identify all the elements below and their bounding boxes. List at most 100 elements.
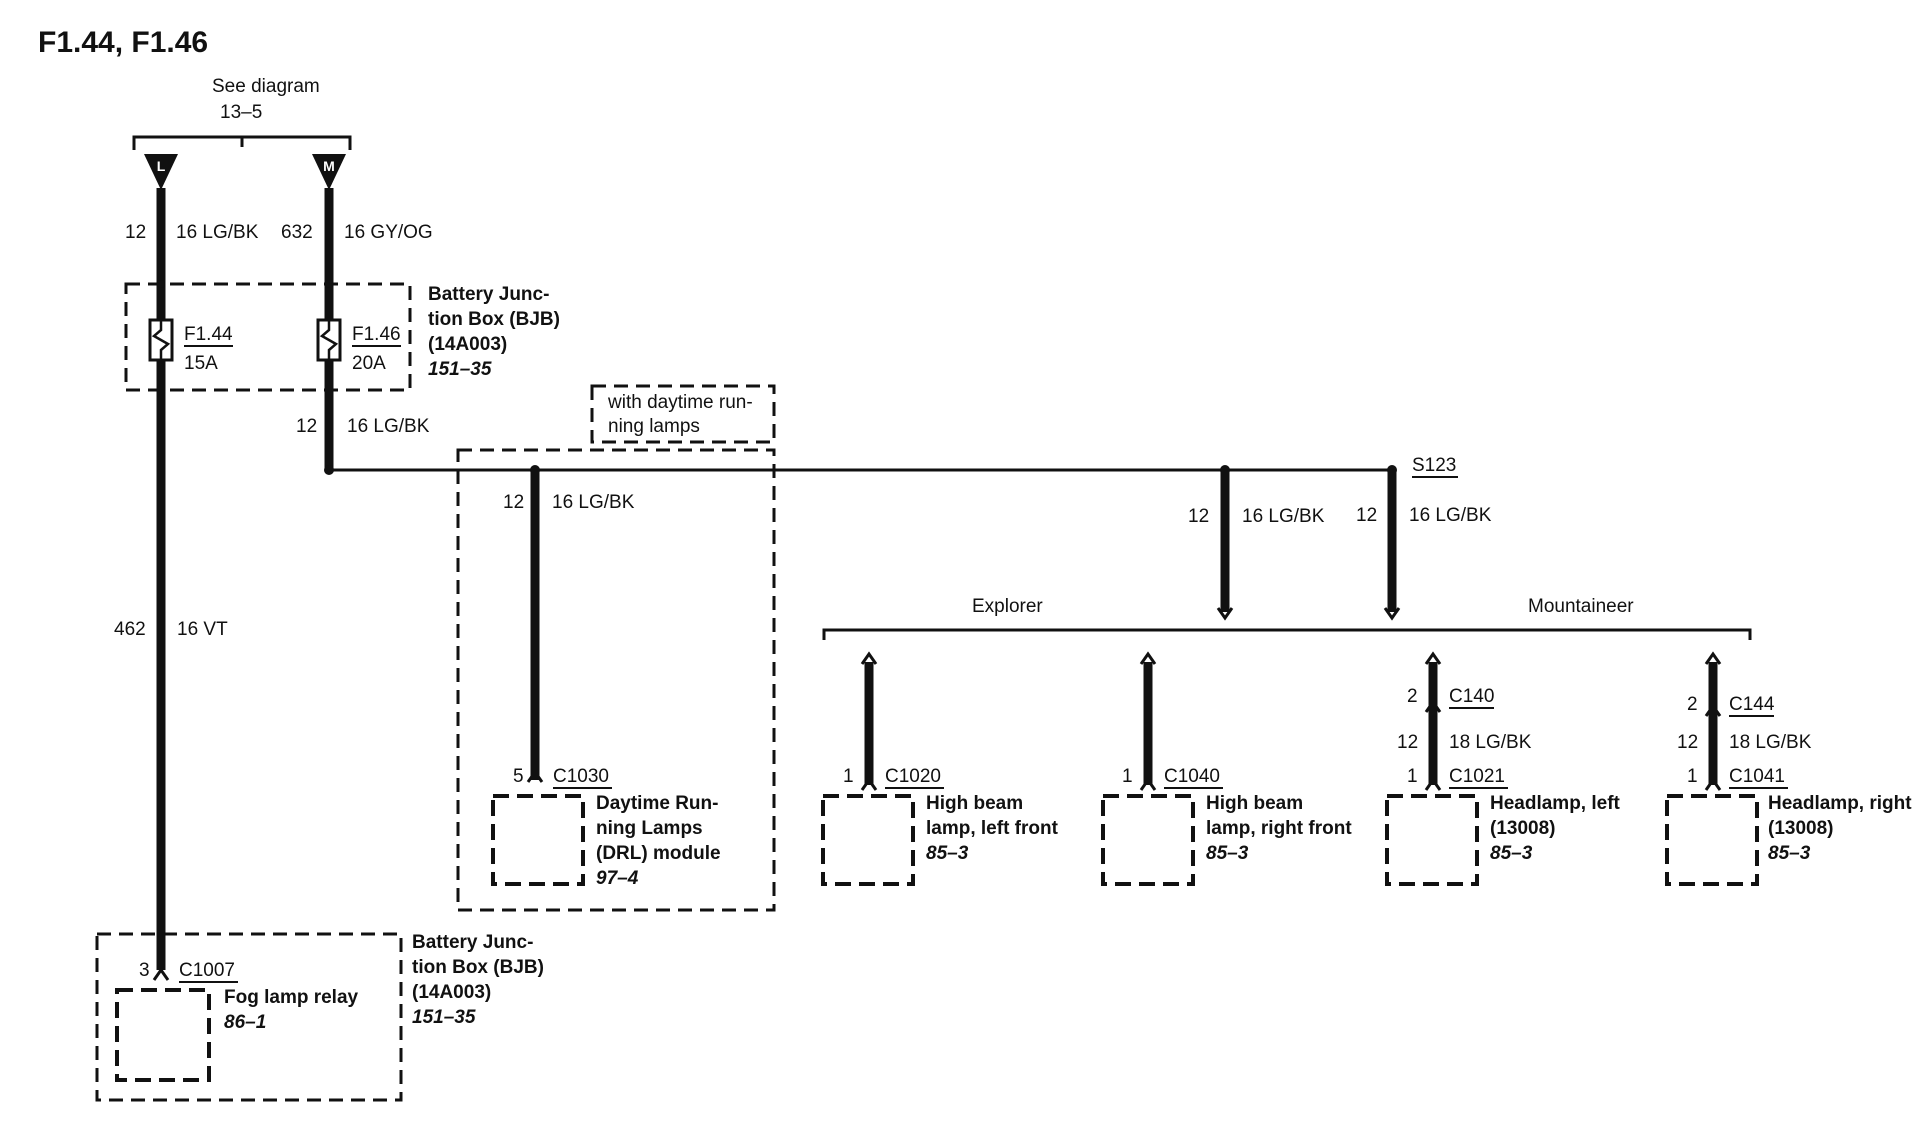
- hl-right-pin-top: 2: [1687, 694, 1698, 715]
- hl-right-label-2: (13008): [1768, 818, 1834, 839]
- fog-relay-box: [115, 988, 211, 1082]
- bjb-top-ref: 151–35: [428, 359, 492, 380]
- fuse-f144-id: F1.44: [184, 324, 233, 345]
- fuse-f146-id: F1.46: [352, 324, 401, 345]
- svg-text:L: L: [157, 158, 166, 174]
- bjb-bottom-name-2: tion Box (BJB): [412, 957, 544, 978]
- group-mountaineer: Mountaineer: [1528, 596, 1634, 617]
- hl-left-mid-spec: 18 LG/BK: [1449, 732, 1532, 753]
- bjb-top-box: [124, 282, 412, 392]
- hl-right-conn-top: C144: [1729, 694, 1775, 715]
- wire-fog-spec: 16 VT: [177, 619, 228, 640]
- wire-m-top-circuit: 632: [281, 222, 313, 243]
- hl-right-conn-icon: [1704, 777, 1722, 791]
- hb-left-top-icon: [860, 651, 878, 665]
- see-diagram-bracket: [132, 135, 352, 150]
- fuse-f144-rating: 15A: [184, 353, 218, 374]
- drl-note-line2: ning lamps: [608, 416, 700, 437]
- hl-left-top-icon: [1424, 651, 1442, 665]
- hl-right-mid-spec: 18 LG/BK: [1729, 732, 1812, 753]
- fog-label: Fog lamp relay: [224, 987, 359, 1008]
- drl-connector-icon: [526, 769, 544, 783]
- bjb-top-name-2: tion Box (BJB): [428, 309, 560, 330]
- wire-m-top-spec: 16 GY/OG: [344, 222, 433, 243]
- drl-pin: 5: [513, 766, 524, 787]
- wire-l-top-spec: 16 LG/BK: [176, 222, 259, 243]
- bjb-top-node-m: [325, 280, 333, 288]
- drl-label-3: (DRL) module: [596, 843, 721, 864]
- svg-text:M: M: [323, 158, 335, 174]
- hl-right-label-1: Headlamp, right: [1768, 793, 1912, 814]
- hb-left-label-1: High beam: [926, 793, 1023, 814]
- drl-module-box: [491, 794, 585, 886]
- drl-conn: C1030: [553, 766, 609, 787]
- fuse-f144-icon: [148, 318, 174, 362]
- fuse-f146-rating: 20A: [352, 353, 386, 374]
- drl-ref: 97–4: [596, 868, 639, 889]
- hb-right-label-1: High beam: [1206, 793, 1303, 814]
- hl-right-top-icon: [1704, 651, 1722, 665]
- diagram-title: F1.44, F1.46: [38, 26, 208, 59]
- explorer-arrow-icon: [1216, 607, 1234, 621]
- fuse-f146-icon: [316, 318, 342, 362]
- bjb-top-node-l: [157, 280, 165, 288]
- hl-left-box: [1385, 794, 1479, 886]
- splice-label: S123: [1412, 455, 1456, 476]
- bjb-bottom-box: [95, 932, 403, 1102]
- hl-left-conn-icon: [1424, 777, 1442, 791]
- wire-fog-circuit: 462: [114, 619, 146, 640]
- hl-right-box: [1665, 794, 1759, 886]
- fog-conn: C1007: [179, 960, 235, 981]
- hl-right-conn: C1041: [1729, 766, 1785, 787]
- hb-right-box: [1101, 794, 1195, 886]
- terminal-m: M: [312, 154, 346, 190]
- hl-right-mid-circuit: 12: [1677, 732, 1698, 753]
- hl-left-pin-top: 2: [1407, 686, 1418, 707]
- wire-l-top-circuit: 12: [125, 222, 146, 243]
- group-explorer: Explorer: [972, 596, 1043, 617]
- mountaineer-arrow-icon: [1383, 607, 1401, 621]
- bjb-bottom-ref: 151–35: [412, 1007, 476, 1028]
- hl-left-c140-icon: [1424, 699, 1442, 713]
- drl-label-1: Daytime Run-: [596, 793, 718, 814]
- wire-m-bottom-circuit: 12: [296, 416, 317, 437]
- hb-left-label-2: lamp, left front: [926, 818, 1059, 839]
- drl-label-2: ning Lamps: [596, 818, 703, 839]
- hb-left-ref: 85–3: [926, 843, 969, 864]
- fog-connector-icon: [152, 967, 170, 981]
- drl-note-box: [590, 384, 776, 444]
- bjb-bottom-name-1: Battery Junc-: [412, 932, 533, 953]
- hb-right-conn: C1040: [1164, 766, 1220, 787]
- bjb-top-name-1: Battery Junc-: [428, 284, 549, 305]
- bjb-top-part: (14A003): [428, 334, 507, 355]
- hl-left-label-1: Headlamp, left: [1490, 793, 1621, 814]
- see-diagram-ref: 13–5: [220, 102, 262, 123]
- hl-left-ref: 85–3: [1490, 843, 1533, 864]
- hb-right-top-icon: [1139, 651, 1157, 665]
- fog-ref: 86–1: [224, 1012, 266, 1033]
- wire-drl-circuit: 12: [503, 492, 524, 513]
- hl-left-conn-top: C140: [1449, 686, 1494, 707]
- hb-left-conn: C1020: [885, 766, 941, 787]
- hb-right-pin: 1: [1122, 766, 1133, 787]
- hb-left-pin: 1: [843, 766, 854, 787]
- hb-left-conn-icon: [860, 777, 878, 791]
- hb-right-label-2: lamp, right front: [1206, 818, 1352, 839]
- see-diagram-label: See diagram: [212, 76, 320, 97]
- terminal-l: L: [144, 154, 178, 190]
- hb-right-ref: 85–3: [1206, 843, 1249, 864]
- hl-left-pin: 1: [1407, 766, 1418, 787]
- hb-right-conn-icon: [1139, 777, 1157, 791]
- wire-mountaineer-circuit: 12: [1356, 505, 1377, 526]
- hl-left-mid-circuit: 12: [1397, 732, 1418, 753]
- hl-right-ref: 85–3: [1768, 843, 1811, 864]
- bjb-bottom-part: (14A003): [412, 982, 491, 1003]
- hl-left-label-2: (13008): [1490, 818, 1556, 839]
- wire-mountaineer-spec: 16 LG/BK: [1409, 505, 1492, 526]
- wire-m-bottom-spec: 16 LG/BK: [347, 416, 430, 437]
- wire-explorer-spec: 16 LG/BK: [1242, 506, 1325, 527]
- hl-left-conn: C1021: [1449, 766, 1505, 787]
- wire-drl-spec: 16 LG/BK: [552, 492, 635, 513]
- wire-explorer-circuit: 12: [1188, 506, 1209, 527]
